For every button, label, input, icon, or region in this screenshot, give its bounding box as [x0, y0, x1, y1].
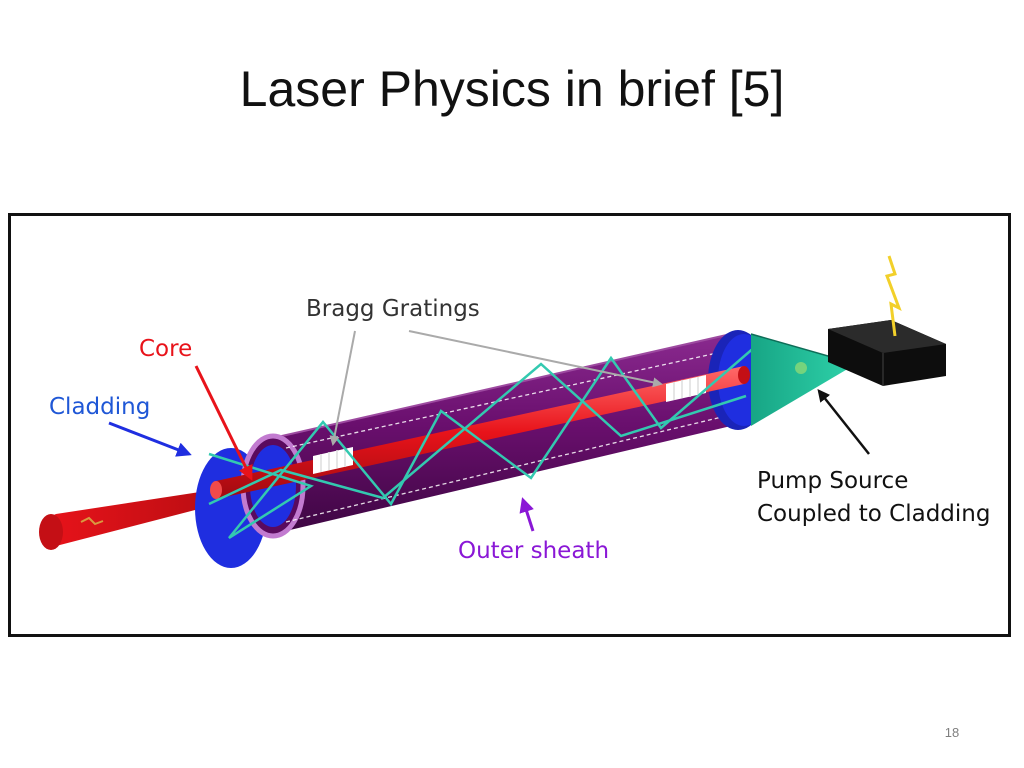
bragg-grating-left — [313, 447, 353, 474]
bragg-grating-right — [666, 375, 706, 402]
outer-sheath-label: Outer sheath — [458, 538, 609, 564]
spark-icon — [885, 255, 902, 337]
pump-source-label-line1: Pump Source — [757, 468, 908, 494]
sheath-arrow — [519, 497, 535, 532]
cladding-arrow — [108, 421, 192, 457]
bragg-gratings-label: Bragg Gratings — [306, 296, 480, 322]
pump-arrow — [817, 389, 870, 455]
core-arrow — [194, 365, 253, 481]
output-beam-cone — [39, 488, 226, 550]
core-label: Core — [139, 336, 192, 362]
bragg-arrow-left — [329, 330, 356, 446]
pump-source-label-line2: Coupled to Cladding — [757, 501, 990, 527]
slide-title: Laser Physics in brief [5] — [239, 61, 785, 117]
cladding-label: Cladding — [49, 394, 150, 420]
pump-source-block — [828, 255, 946, 386]
pump-ray-path — [208, 345, 757, 540]
bragg-arrow-right — [408, 330, 663, 388]
page-number: 18 — [944, 725, 960, 740]
fiber-laser-svg: Bragg Gratings Core Cladding Outer sheat… — [39, 255, 990, 568]
fiber-laser-diagram: Bragg Gratings Core Cladding Outer sheat… — [8, 213, 1011, 637]
